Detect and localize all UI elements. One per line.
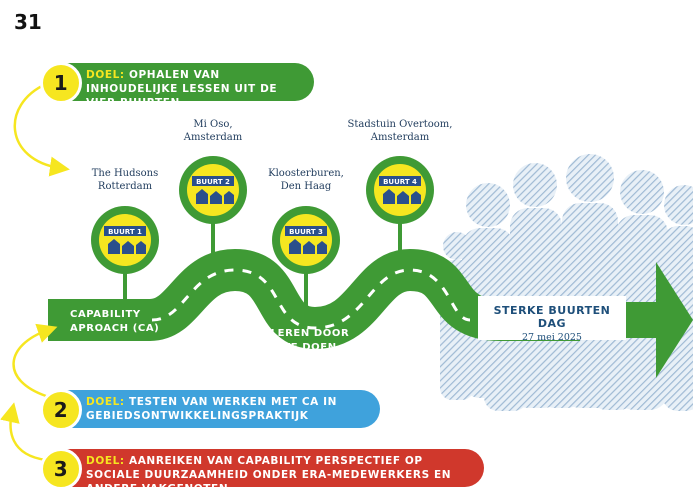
town-label-3: Kloosterburen,Den Haag xyxy=(268,168,344,192)
pin-buurt-1 xyxy=(91,206,159,274)
goal-1: 1 DOEL: OPHALEN VAN INHOUDELIJKE LESSEN … xyxy=(40,62,314,109)
town-label-4: Stadstuin Overtoom,Amsterdam xyxy=(347,119,453,143)
event-title: STERKE BUURTEN DAG xyxy=(493,304,611,330)
pin-buurt-3 xyxy=(272,206,340,274)
goal-2-text: TESTEN VAN WERKEN MET CA IN GEBIEDSONTWI… xyxy=(86,396,338,422)
page-number: 31 xyxy=(14,10,42,34)
connector-goal2 xyxy=(12,323,58,398)
goal-2-number: 2 xyxy=(40,389,82,431)
goal-3: 3 DOEL: AANREIKEN VAN CAPABILITY PERSPEC… xyxy=(40,448,484,495)
goal-1-number: 1 xyxy=(40,62,82,104)
connector-goal3 xyxy=(0,402,47,462)
badge-buurt-1: BUURT 1 xyxy=(108,228,142,236)
goal-1-text: OPHALEN VAN INHOUDELIJKE LESSEN UIT DE V… xyxy=(86,69,278,109)
goal-3-text: AANREIKEN VAN CAPABILITY PERSPECTIEF OP … xyxy=(86,455,452,495)
pin-buurt-4 xyxy=(366,156,434,224)
arrow-head xyxy=(560,262,693,378)
crowd-silhouettes xyxy=(440,154,693,411)
goal-3-number: 3 xyxy=(40,448,82,490)
badge-buurt-3: BUURT 3 xyxy=(289,228,323,236)
event-banner: STERKE BUURTEN DAG 27 mei 2025 xyxy=(478,296,626,343)
badge-buurt-4: BUURT 4 xyxy=(383,178,417,186)
goal-2: 2 DOEL: TESTEN VAN WERKEN MET CA IN GEBI… xyxy=(40,389,380,431)
goal-2-label: DOEL: xyxy=(86,396,125,408)
connector-goal1 xyxy=(13,82,70,177)
goal-3-label: DOEL: xyxy=(86,455,125,467)
badge-buurt-2: BUURT 2 xyxy=(196,178,230,186)
town-label-2: Mi Oso,Amsterdam xyxy=(183,119,243,143)
event-date: 27 mei 2025 xyxy=(522,332,582,343)
pin-buurt-2 xyxy=(179,156,247,224)
goal-1-label: DOEL: xyxy=(86,69,125,81)
